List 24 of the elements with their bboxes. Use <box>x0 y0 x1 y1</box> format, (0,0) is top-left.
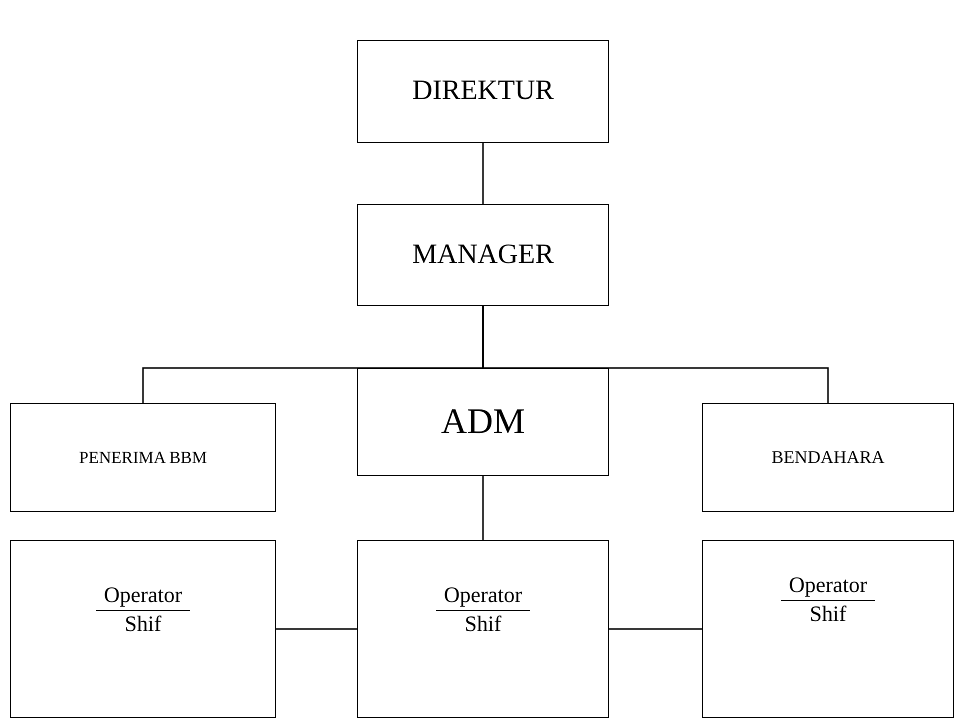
org-box <box>10 540 276 718</box>
role-title: BENDAHARA <box>771 447 884 468</box>
connector-line <box>609 628 702 630</box>
role-title: Operator <box>96 582 190 610</box>
org-box <box>357 368 609 476</box>
role-title: PENERIMA BBM <box>79 448 207 468</box>
org-box <box>10 403 276 512</box>
connector-line <box>482 143 484 205</box>
role-title: ADM <box>440 401 525 443</box>
connector-line <box>276 628 357 630</box>
role-subtitle: Shif <box>810 600 846 626</box>
org-box <box>357 540 609 718</box>
org-box <box>357 204 609 306</box>
role-title: MANAGER <box>412 238 554 272</box>
org-box <box>702 403 954 512</box>
role-subtitle: Shif <box>464 610 502 636</box>
org-box <box>702 540 954 718</box>
role-title: Operator <box>436 582 530 610</box>
connector-line <box>482 476 484 540</box>
org-box <box>357 40 609 143</box>
role-title: DIREKTUR <box>412 75 554 108</box>
role-title: Operator <box>780 572 876 600</box>
role-subtitle: Shif <box>124 610 162 636</box>
connector-line <box>482 306 829 403</box>
